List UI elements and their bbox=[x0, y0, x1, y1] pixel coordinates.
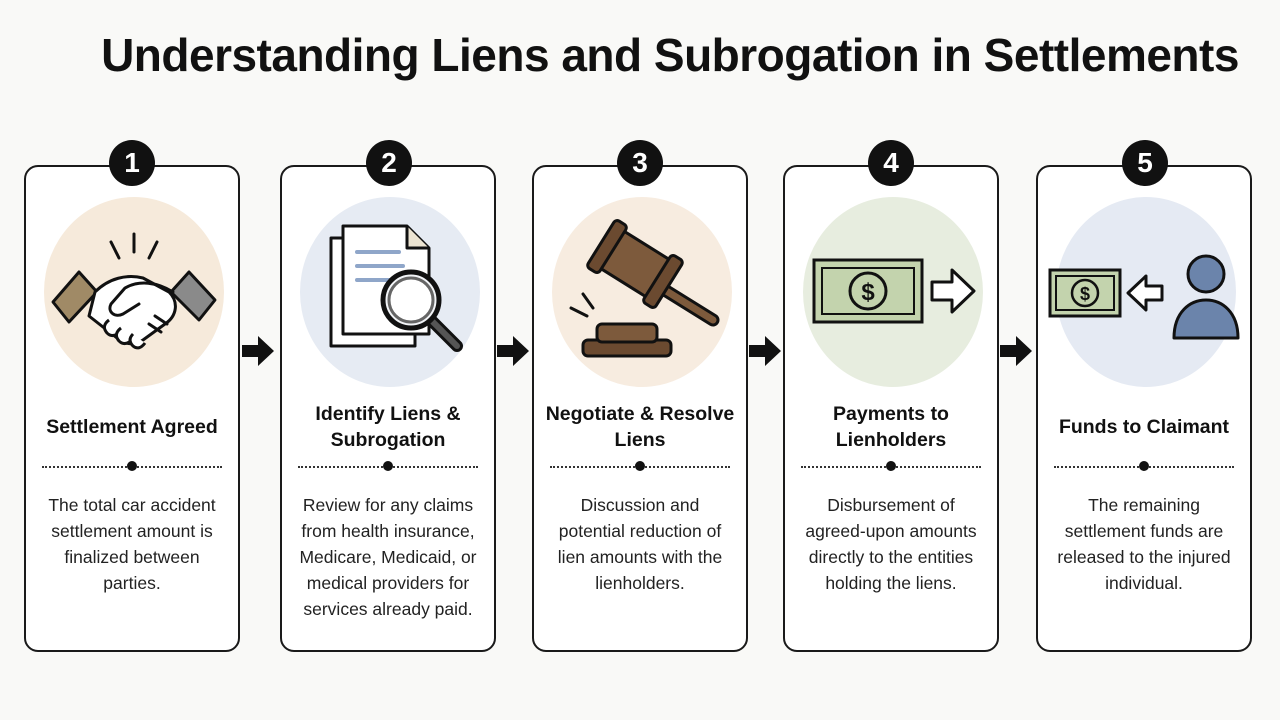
step-1-title: Settlement Agreed bbox=[46, 416, 218, 438]
step-5-description: The remaining settlement funds are relea… bbox=[1057, 495, 1231, 593]
step-5-card: $ Funds to Claimant The remaining settle… bbox=[1036, 165, 1252, 652]
step-2-divider-dot bbox=[383, 461, 393, 471]
step-4-description: Disbursement of agreed-upon amounts dire… bbox=[805, 495, 977, 593]
arrow-right-icon bbox=[1000, 336, 1032, 366]
step-1-description: The total car accident settlement amount… bbox=[48, 495, 216, 593]
step-3-card: Negotiate & Resolve Liens Discussion and… bbox=[532, 165, 748, 652]
step-2-card: Identify Liens & Subrogation Review for … bbox=[280, 165, 496, 652]
step-4-title: Payments to Lienholders bbox=[833, 403, 949, 451]
step-3-description: Discussion and potential reduction of li… bbox=[557, 495, 723, 593]
step-5-badge: 5 bbox=[1122, 140, 1168, 186]
arrow-right-icon bbox=[497, 336, 529, 366]
arrow-right-icon bbox=[749, 336, 781, 366]
step-5-divider-dot bbox=[1139, 461, 1149, 471]
step-4-card: $ Payments to Lienholders Disbursement o… bbox=[783, 165, 999, 652]
step-4-divider-dot bbox=[886, 461, 896, 471]
gavel-icon bbox=[534, 197, 750, 387]
step-1-badge: 1 bbox=[109, 140, 155, 186]
step-3-badge: 3 bbox=[617, 140, 663, 186]
step-3-divider-dot bbox=[635, 461, 645, 471]
document-magnifier-icon bbox=[282, 197, 498, 387]
step-1-card: Settlement Agreed The total car accident… bbox=[24, 165, 240, 652]
svg-text:$: $ bbox=[861, 279, 875, 306]
money-person-icon: $ bbox=[1038, 197, 1254, 387]
step-4-badge: 4 bbox=[868, 140, 914, 186]
step-2-badge: 2 bbox=[366, 140, 412, 186]
step-3-title: Negotiate & Resolve Liens bbox=[545, 403, 735, 451]
step-2-title: Identify Liens & Subrogation bbox=[315, 403, 461, 451]
step-1-divider-dot bbox=[127, 461, 137, 471]
step-5-title: Funds to Claimant bbox=[1058, 416, 1230, 438]
svg-text:$: $ bbox=[1080, 284, 1090, 304]
arrow-right-icon bbox=[242, 336, 274, 366]
money-arrow-icon: $ bbox=[785, 197, 1001, 387]
page-title: Understanding Liens and Subrogation in S… bbox=[101, 29, 1239, 81]
handshake-icon bbox=[26, 197, 242, 387]
step-2-description: Review for any claims from health insura… bbox=[299, 495, 477, 619]
